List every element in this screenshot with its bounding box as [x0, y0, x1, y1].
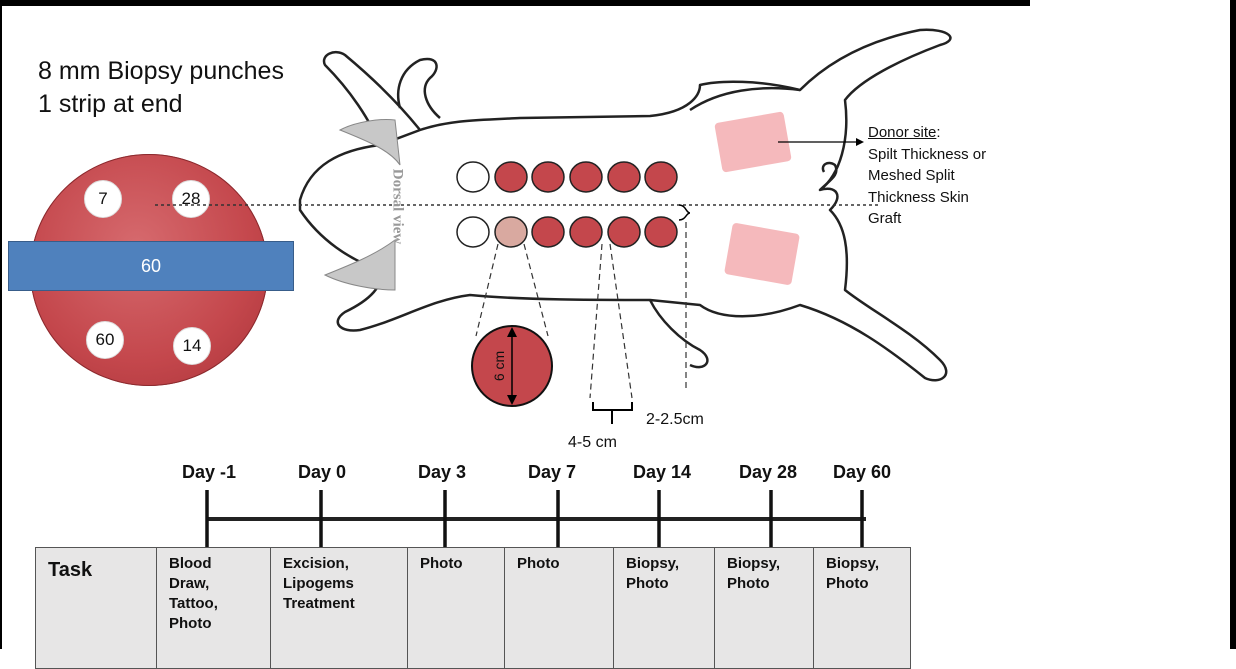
task-text: Biopsy,	[826, 554, 902, 574]
donor-line4: Graft	[868, 208, 986, 230]
task-text: Photo	[826, 574, 902, 594]
left-ear	[340, 119, 400, 165]
wound-size-label: 6 cm	[491, 351, 507, 381]
task-cell-day0: Excision, Lipogems Treatment	[271, 548, 408, 669]
task-table: Task Blood Draw, Tattoo, Photo Excision,…	[35, 547, 911, 669]
task-cell-day-minus1: Blood Draw, Tattoo, Photo	[157, 548, 271, 669]
task-text: Photo	[517, 554, 605, 574]
task-text: Excision,	[283, 554, 399, 574]
task-text: Tattoo,	[169, 594, 262, 614]
offset-brace	[679, 205, 690, 220]
donor-line2: Meshed Split	[868, 165, 986, 187]
donor-line3: Thickness Skin	[868, 187, 986, 209]
task-text: Lipogems	[283, 574, 399, 594]
donor-colon: :	[936, 124, 940, 141]
spacing-line-right	[610, 244, 632, 398]
task-text: Biopsy,	[626, 554, 706, 574]
task-text: Photo	[727, 574, 805, 594]
zoom-line-left	[476, 244, 498, 336]
task-cell-day28: Biopsy, Photo	[715, 548, 814, 669]
day-label: Day 28	[739, 462, 797, 483]
zoom-line-right	[524, 244, 548, 336]
task-row: Task Blood Draw, Tattoo, Photo Excision,…	[36, 548, 911, 669]
day-label: Day 60	[833, 462, 891, 483]
task-text: Draw,	[169, 574, 262, 594]
donor-arrowhead	[856, 138, 864, 146]
task-text: Photo	[626, 574, 706, 594]
task-cell-day3: Photo	[408, 548, 505, 669]
spacing-bracket	[593, 402, 632, 424]
day-label: Day 0	[298, 462, 346, 483]
wound-row-bottom	[457, 217, 677, 247]
day-label: Day 3	[418, 462, 466, 483]
wound-row-top	[457, 162, 677, 192]
donor-site-label: Donor site: Spilt Thickness or Meshed Sp…	[868, 122, 986, 230]
day-label: Day -1	[182, 462, 236, 483]
donor-heading: Donor site	[868, 124, 936, 141]
task-text: Biopsy,	[727, 554, 805, 574]
task-text: Treatment	[283, 594, 399, 614]
donor-line1: Spilt Thickness or	[868, 144, 986, 166]
task-text: Photo	[420, 554, 496, 574]
donor-patch-bottom	[724, 222, 800, 285]
task-text: Photo	[169, 614, 262, 634]
task-cell-day60: Biopsy, Photo	[814, 548, 911, 669]
task-header-cell: Task	[36, 548, 157, 669]
task-text: Blood	[169, 554, 262, 574]
task-cell-day14: Biopsy, Photo	[614, 548, 715, 669]
spacing-line-left	[590, 244, 602, 398]
day-label: Day 7	[528, 462, 576, 483]
spacing-label: 4-5 cm	[568, 434, 617, 452]
offset-label: 2-2.5cm	[646, 411, 704, 429]
day-label: Day 14	[633, 462, 691, 483]
task-cell-day7: Photo	[505, 548, 614, 669]
dorsal-view-label: Dorsal view	[389, 162, 406, 252]
